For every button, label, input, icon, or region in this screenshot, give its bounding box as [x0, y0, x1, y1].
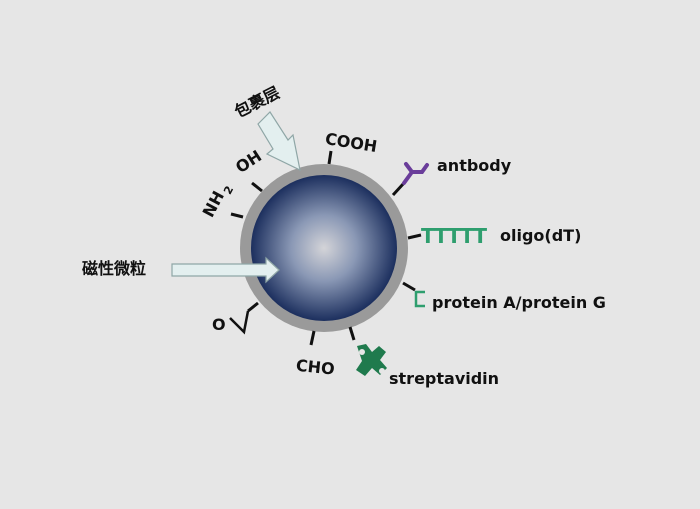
epoxide-o-label: O	[212, 315, 226, 334]
tick-streptavidin	[348, 326, 356, 341]
oligo-label: oligo(dT)	[500, 226, 581, 245]
magnetic-core	[251, 175, 397, 321]
antibody-label: antbody	[437, 156, 512, 175]
tick-nh2	[230, 212, 244, 219]
tick-oh	[251, 181, 263, 193]
streptavidin-icon	[356, 344, 387, 376]
oligo-glyph: TTTTT	[421, 224, 487, 248]
coating-arrow	[257, 111, 301, 172]
tick-antibody	[391, 181, 406, 197]
nh2-label: NH 2	[199, 184, 237, 221]
tick-epoxide	[247, 301, 259, 313]
oh-label: OH	[232, 146, 265, 177]
protein-bracket-icon	[414, 290, 425, 308]
core-arrow	[171, 256, 280, 284]
core-label: 磁性微粒	[82, 259, 146, 278]
coating-label: 包裹层	[231, 83, 282, 122]
cho-label: CHO	[295, 356, 336, 379]
tick-cooh	[327, 150, 333, 165]
tick-oligo	[407, 233, 422, 240]
streptavidin-label: streptavidin	[389, 369, 499, 388]
protein-label: protein A/protein G	[432, 293, 606, 312]
tick-cho	[309, 330, 316, 346]
antibody-icon	[402, 162, 429, 185]
epoxide-icon: O	[212, 310, 250, 335]
tick-protein	[402, 281, 416, 292]
